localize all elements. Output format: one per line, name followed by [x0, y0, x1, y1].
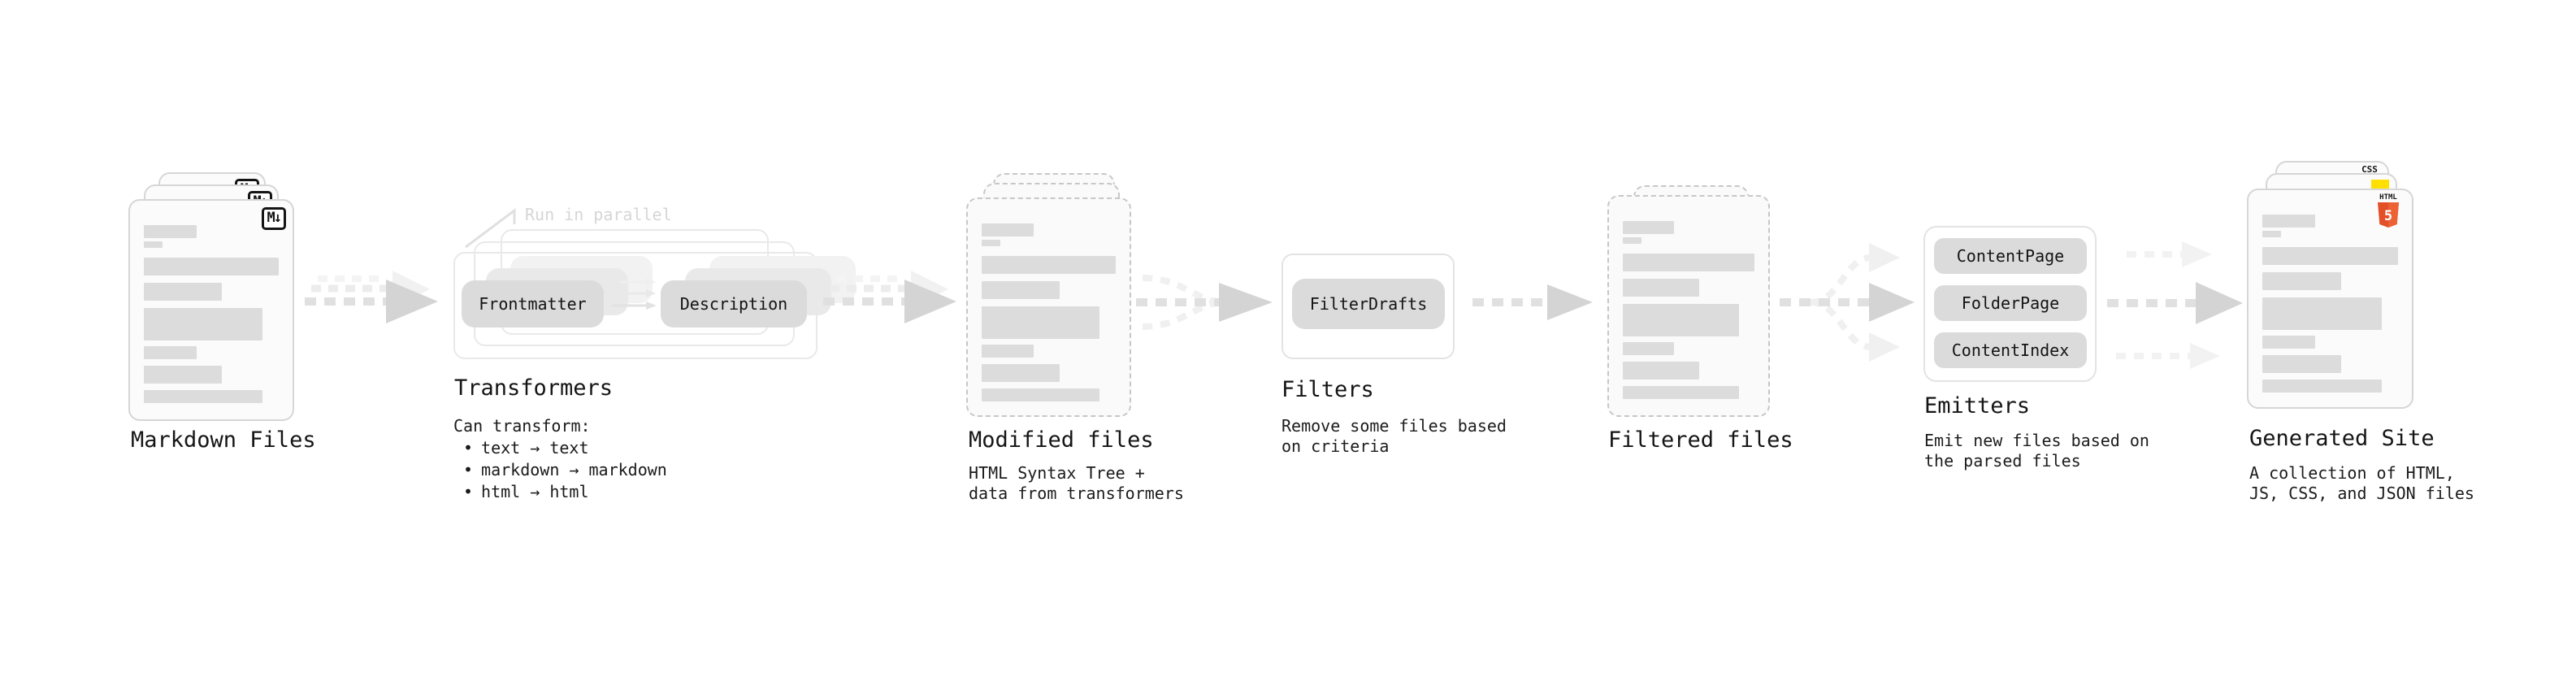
doc-placeholder-lines — [2262, 215, 2398, 393]
contentindex-pill: ContentIndex — [1934, 332, 2087, 368]
arrow-transformers-to-modified — [823, 271, 956, 323]
arrow-modified-to-filters-merge — [1136, 275, 1273, 330]
stage-markdown-files: M↓ M↓ M↓ — [128, 172, 332, 432]
arrow-filtered-to-emitters-fanout — [1780, 243, 1915, 362]
transformers-label: Transformers — [454, 375, 614, 401]
doc-placeholder-lines — [1623, 221, 1754, 399]
transform-bullet: •html → html — [463, 482, 589, 501]
html5-icon: HTML 5 — [2378, 193, 2399, 228]
emitters-label: Emitters — [1924, 393, 2031, 419]
filters-label: Filters — [1281, 377, 1374, 402]
contentpage-pill: ContentPage — [1934, 238, 2087, 274]
transform-bullet: •markdown → markdown — [463, 460, 667, 479]
markdown-icon: M↓ — [261, 207, 286, 230]
filtered-doc-front — [1607, 195, 1770, 417]
stage-emitters: ContentPage FolderPage ContentIndex — [1923, 226, 2118, 470]
arrow-filters-to-filtered — [1472, 284, 1593, 320]
stage-generated-site: CSS HTML 5 — [2247, 161, 2422, 421]
doc-placeholder-lines — [144, 225, 279, 403]
generated-site-subtitle: A collection of HTML, JS, CSS, and JSON … — [2249, 463, 2474, 503]
svg-text:HTML: HTML — [2379, 193, 2397, 202]
filterdrafts-pill: FilterDrafts — [1292, 279, 1445, 329]
folderpage-pill: FolderPage — [1934, 285, 2087, 321]
stage-filtered-files — [1607, 185, 1811, 445]
frontmatter-pill: Frontmatter — [462, 280, 604, 327]
run-in-parallel-note: Run in parallel — [525, 205, 672, 224]
arrow-emitters-to-generated — [2107, 241, 2243, 369]
annotation-leader-line — [465, 208, 516, 249]
js-icon — [2371, 180, 2389, 189]
transformers-notes: Can transform: •text → text •markdown → … — [453, 415, 667, 503]
filters-subtitle: Remove some files based on criteria — [1281, 416, 1507, 456]
stage-transformers: Run in parallel Frontmatter Description … — [453, 205, 856, 514]
stage-modified-files — [966, 173, 1169, 433]
arrow-markdown-to-transformers — [305, 271, 438, 323]
modified-files-label: Modified files — [969, 427, 1154, 453]
modified-doc-front — [966, 197, 1131, 417]
generated-doc-front: HTML 5 — [2247, 189, 2413, 409]
svg-text:5: 5 — [2384, 208, 2392, 224]
description-pill: Description — [661, 280, 807, 327]
generated-site-label: Generated Site — [2249, 426, 2435, 451]
modified-files-subtitle: HTML Syntax Tree + data from transformer… — [969, 463, 1184, 503]
markdown-doc-front: M↓ — [128, 199, 294, 421]
can-transform-title: Can transform: — [453, 416, 591, 436]
filtered-files-label: Filtered files — [1608, 427, 1793, 453]
transformer-step-arrows — [612, 278, 657, 310]
emitters-subtitle: Emit new files based on the parsed files — [1924, 431, 2149, 471]
markdown-files-label: Markdown Files — [131, 427, 316, 453]
stage-filters: FilterDrafts — [1281, 254, 1477, 465]
transform-bullet: •text → text — [463, 438, 589, 458]
doc-placeholder-lines — [982, 223, 1116, 401]
